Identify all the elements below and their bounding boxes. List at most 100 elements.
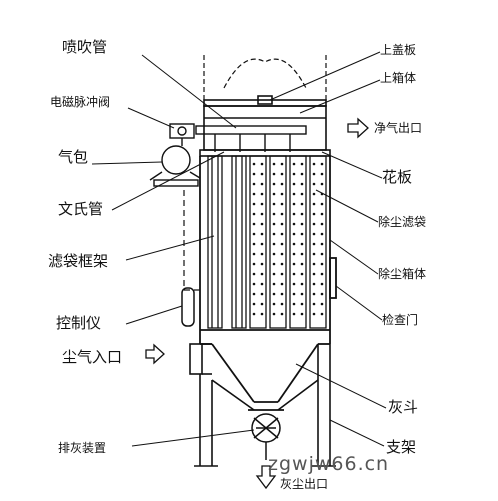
bag-texture-dot: [300, 222, 304, 226]
bag-texture-dot: [272, 162, 276, 166]
bag-texture-dot: [320, 162, 324, 166]
bag-texture-dot: [312, 212, 316, 216]
bag-texture-dot: [320, 182, 324, 186]
bag-texture-dot: [312, 282, 316, 286]
bag-texture-dot: [300, 212, 304, 216]
bag-texture-dot: [312, 242, 316, 246]
bag-texture-dot: [320, 172, 324, 176]
bag-texture-dot: [272, 252, 276, 256]
bag-texture-dot: [300, 312, 304, 316]
bag-texture-dot: [260, 182, 264, 186]
bag-texture-dot: [280, 272, 284, 276]
bag-texture-dot: [320, 222, 324, 226]
bag-texture-dot: [300, 252, 304, 256]
bag-cages: [207, 155, 247, 329]
bag-texture-dot: [252, 282, 256, 286]
bag-texture-dot: [272, 282, 276, 286]
bag-texture-dot: [292, 182, 296, 186]
watermark: zgwjw66.cn: [268, 453, 389, 475]
bag-texture-dot: [280, 172, 284, 176]
bag-texture-dot: [252, 312, 256, 316]
dirty-air-inlet-arrow: [145, 343, 165, 365]
discharge-device: [251, 413, 281, 460]
bag-texture-dot: [320, 262, 324, 266]
bag-texture-dot: [252, 262, 256, 266]
bag-texture-dot: [260, 172, 264, 176]
label-upper-box: 上箱体: [380, 70, 416, 85]
bag-texture-dot: [280, 242, 284, 246]
label-filter-bag: 除尘滤袋: [378, 214, 426, 229]
bag-texture-dot: [320, 282, 324, 286]
bag-texture-dot: [312, 162, 316, 166]
solenoid-valve: [169, 123, 195, 146]
bag-texture-dot: [312, 272, 316, 276]
bag-texture-dot: [300, 162, 304, 166]
outer-dashed-outline: [183, 190, 200, 291]
bag-texture-dot: [272, 222, 276, 226]
bag-texture-dot: [280, 212, 284, 216]
bag-texture-dot: [320, 302, 324, 306]
bag-texture-dot: [260, 202, 264, 206]
leader-lines: [91, 51, 387, 447]
bag-texture-dot: [292, 212, 296, 216]
bag-texture-dot: [252, 252, 256, 256]
bag-texture-dot: [320, 232, 324, 236]
bag-texture-dot: [320, 312, 324, 316]
bag-texture-dot: [292, 302, 296, 306]
bag-texture-dot: [260, 262, 264, 266]
label-tube-sheet: 花板: [382, 168, 412, 186]
bag-texture-dot: [280, 282, 284, 286]
bag-texture-dot: [260, 272, 264, 276]
bag-texture-dot: [280, 232, 284, 236]
bag-texture-dot: [260, 282, 264, 286]
bag-texture-dot: [252, 302, 256, 306]
bag-texture-dot: [312, 192, 316, 196]
bag-texture-dot: [272, 172, 276, 176]
label-top-cover: 上盖板: [380, 43, 416, 57]
bag-texture-dot: [312, 172, 316, 176]
bag-texture-dot: [292, 202, 296, 206]
ash-outlet-arrow: [255, 465, 277, 490]
bag-texture-dot: [280, 222, 284, 226]
bag-texture-dot: [280, 192, 284, 196]
bag-texture-dot: [312, 262, 316, 266]
label-bag-cage: 滤袋框架: [48, 252, 108, 270]
bag-texture-dot: [252, 182, 256, 186]
bag-texture-dot: [252, 172, 256, 176]
label-blow-pipe: 喷吹管: [62, 38, 107, 56]
label-dirty-inlet: 尘气入口: [62, 348, 122, 366]
bag-texture-dot: [292, 192, 296, 196]
bag-texture-dot: [280, 202, 284, 206]
label-venturi: 文氏管: [58, 200, 103, 218]
bag-texture-dot: [300, 242, 304, 246]
bag-texture-dot: [292, 262, 296, 266]
label-solenoid-valve: 电磁脉冲阀: [50, 94, 110, 109]
bag-texture-dot: [252, 162, 256, 166]
bag-texture-dot: [280, 292, 284, 296]
dirty-air-inlet: [189, 343, 212, 375]
label-discharge-device: 排灰装置: [58, 441, 106, 455]
bag-texture-dot: [252, 272, 256, 276]
bag-texture-dot: [320, 292, 324, 296]
label-clean-outlet: 净气出口: [374, 120, 422, 135]
bag-texture-dot: [292, 312, 296, 316]
bag-texture-dot: [272, 242, 276, 246]
supports: [194, 344, 336, 467]
bag-texture-dot: [260, 242, 264, 246]
bag-texture-dot: [272, 272, 276, 276]
bag-texture-dot: [272, 312, 276, 316]
bag-texture-dot: [252, 202, 256, 206]
bag-texture-dot: [300, 182, 304, 186]
bag-texture-dot: [300, 232, 304, 236]
bag-texture-dot: [252, 242, 256, 246]
bag-texture-dot: [280, 312, 284, 316]
bag-texture-dot: [272, 232, 276, 236]
bag-texture-dot: [312, 302, 316, 306]
bag-texture-dot: [320, 212, 324, 216]
bag-texture-dot: [280, 262, 284, 266]
bag-texture-dot: [260, 312, 264, 316]
bag-texture-dot: [272, 292, 276, 296]
bag-texture-dot: [300, 262, 304, 266]
bag-texture-dot: [312, 312, 316, 316]
bag-texture-dot: [320, 242, 324, 246]
